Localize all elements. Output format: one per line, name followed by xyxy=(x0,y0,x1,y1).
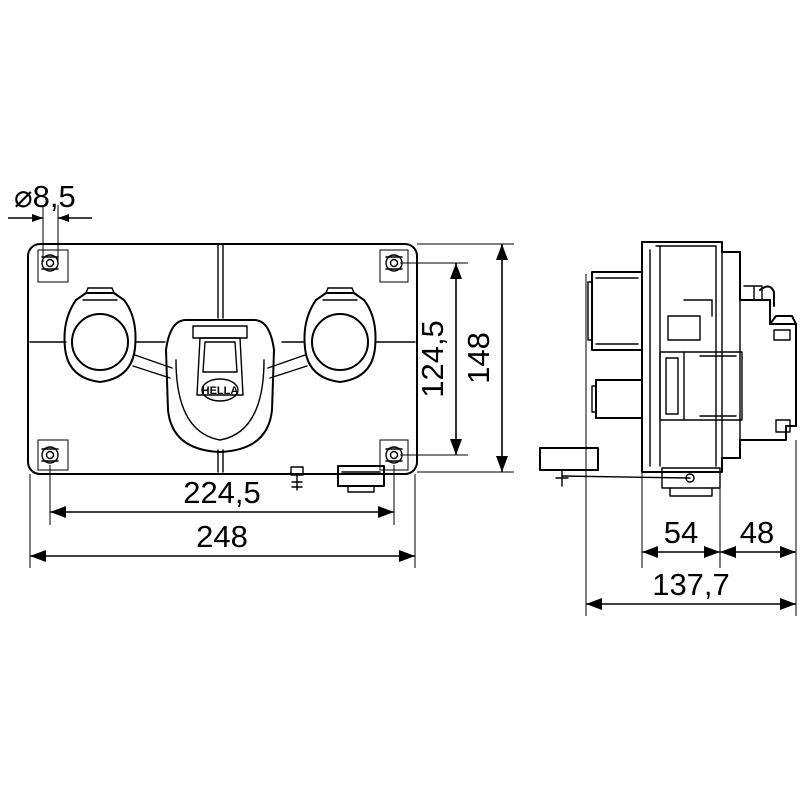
dim-depth-54: 54 xyxy=(641,472,721,568)
socket-right xyxy=(303,287,377,383)
logo xyxy=(201,378,239,402)
logo-text: HELLA xyxy=(202,385,239,397)
mounting-hole-top-left xyxy=(37,249,69,283)
dim-text-overall-depth: 137,7 xyxy=(652,567,730,602)
dim-text-depth-b: 48 xyxy=(740,515,774,550)
dim-text-hole-spacing-width: 224,5 xyxy=(183,475,261,510)
front-view: HELLA ⌀8,5 224,5 xyxy=(8,179,514,568)
dim-text-overall-height: 148 xyxy=(461,332,496,384)
dim-text-overall-width: 248 xyxy=(196,519,248,554)
dim-text-depth-a: 54 xyxy=(664,515,698,550)
socket-center: HELLA xyxy=(165,319,275,453)
dim-hole-diameter: ⌀8,5 xyxy=(8,179,92,262)
dim-overall-width: 248 xyxy=(29,474,416,568)
mounting-hole-top-right xyxy=(379,249,409,283)
side-view: 54 48 137,7 xyxy=(539,241,797,616)
socket-left xyxy=(63,287,137,383)
dim-overall-depth: 137,7 xyxy=(585,274,796,616)
connector-box xyxy=(337,465,385,493)
ground-screw xyxy=(290,466,304,491)
dim-hole-spacing-width: 224,5 xyxy=(49,465,395,525)
dim-text-hole-diameter: ⌀8,5 xyxy=(14,179,76,214)
dim-overall-height: 148 xyxy=(417,243,514,473)
mounting-hole-bottom-left xyxy=(37,439,69,471)
dim-text-hole-spacing-height: 124,5 xyxy=(415,320,450,398)
dim-depth-48: 48 xyxy=(720,440,797,616)
dim-hole-spacing-height: 124,5 xyxy=(400,262,468,456)
